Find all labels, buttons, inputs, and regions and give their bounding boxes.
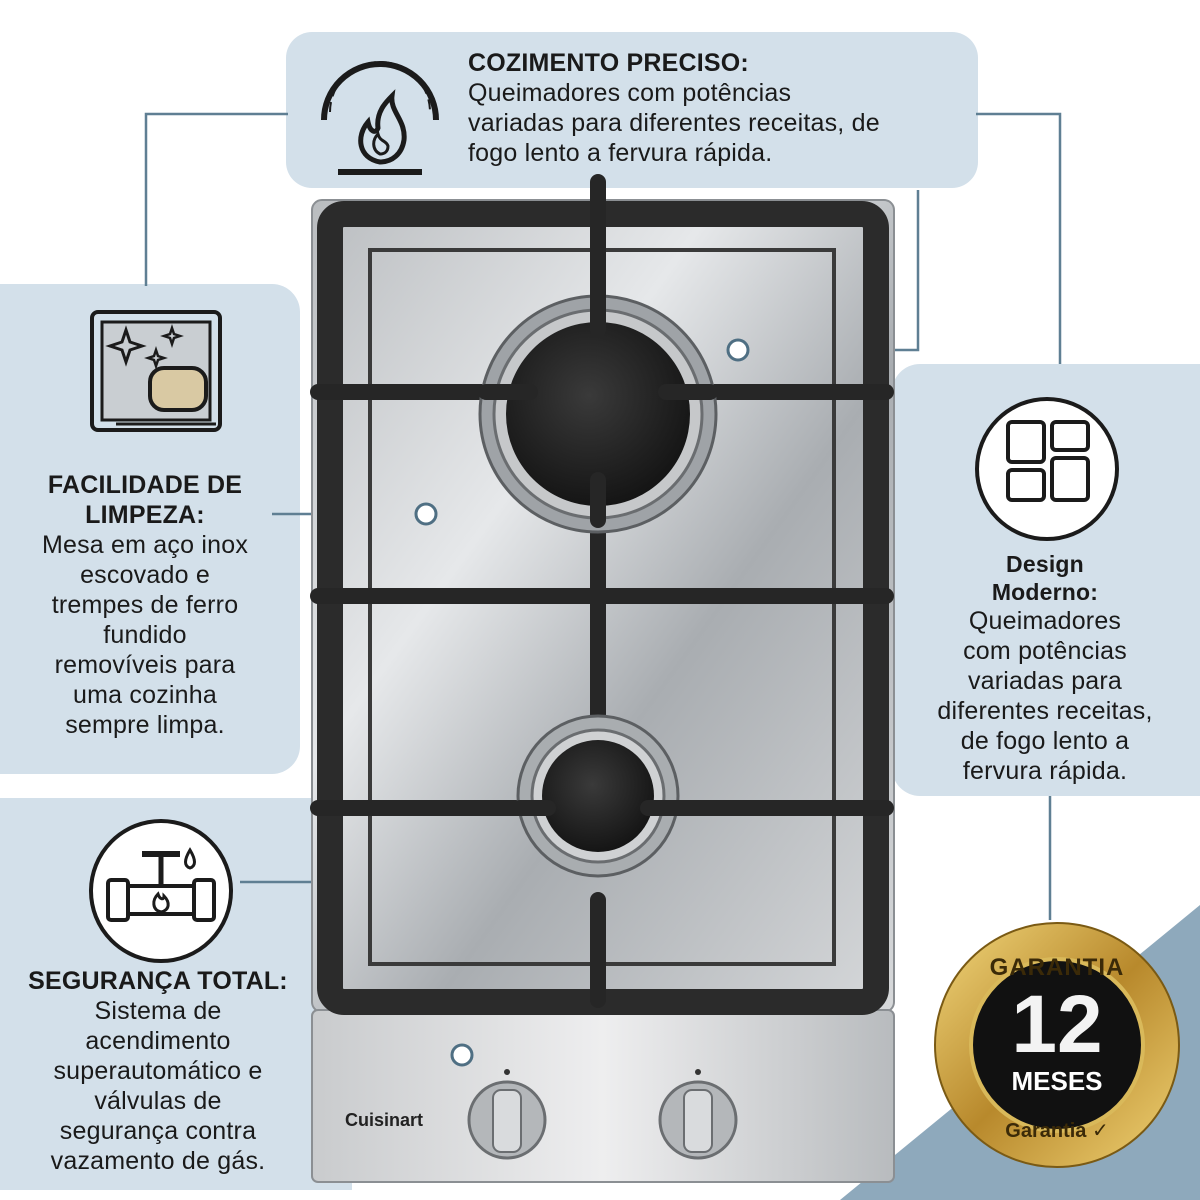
feature-cooking-line: variadas para diferentes receitas, de — [468, 109, 880, 137]
knob-right — [658, 1069, 738, 1160]
feature-design-text: Design Moderno: Queimadores com potência… — [900, 550, 1190, 786]
badge-top-word: GARANTIA — [989, 954, 1125, 981]
feature-design-line: diferentes receitas, — [937, 697, 1153, 725]
feature-cleaning-line: fundido — [103, 621, 187, 649]
feature-safety-line: segurança contra — [59, 1117, 257, 1145]
warranty-badge: GARANTIA 12 MESES Garantia ✓ — [932, 920, 1182, 1170]
feature-safety-text: SEGURANÇA TOTAL: Sistema de acendimento … — [10, 966, 306, 1176]
feature-safety-line: superautomático e — [53, 1057, 263, 1085]
flame-gauge-icon — [321, 61, 439, 175]
feature-cleaning-line: escovado e — [80, 561, 210, 589]
feature-cleaning-line: uma cozinha — [73, 681, 217, 709]
feature-design-line: Queimadores — [968, 607, 1122, 635]
feature-design-line: com potências — [963, 637, 1127, 665]
badge-bottom-word: Garantia ✓ — [1005, 1120, 1109, 1142]
feature-design-line: fervura rápida. — [962, 757, 1128, 785]
feature-cleaning-line: Mesa em aço inox — [41, 531, 249, 559]
grid-blocks-icon — [975, 397, 1119, 541]
feature-safety-line: vazamento de gás. — [50, 1147, 266, 1175]
brand-logo: Cuisinart — [345, 1110, 424, 1130]
gas-valve-icon — [89, 819, 233, 963]
feature-cooking-text: COZIMENTO PRECISO: Queimadores com potên… — [468, 48, 968, 168]
feature-design-line: variadas para — [967, 667, 1123, 695]
badge-number: 12 — [1011, 979, 1103, 1070]
feature-cleaning-line: removíveis para — [54, 651, 236, 679]
feature-panel-cooking — [286, 32, 978, 188]
feature-cleaning-line: trempes de ferro — [51, 591, 239, 619]
feature-safety-line: acendimento — [85, 1027, 231, 1055]
feature-design-title: Design — [1006, 551, 1084, 577]
feature-cleaning-line: sempre limpa. — [65, 711, 225, 739]
feature-safety-line: válvulas de — [94, 1087, 222, 1115]
feature-cleaning-text: FACILIDADE DE LIMPEZA: Mesa em aço inox … — [10, 470, 280, 740]
warranty-seal-icon — [934, 922, 1180, 1168]
knob-left — [467, 1069, 547, 1160]
feature-cooking-line: Queimadores com potências — [468, 79, 792, 107]
badge-unit: MESES — [1011, 1066, 1103, 1096]
feature-cleaning-title: LIMPEZA: — [85, 501, 205, 529]
feature-design-title: Moderno: — [991, 579, 1099, 605]
feature-safety-line: Sistema de — [94, 997, 222, 1025]
feature-cooking-line: fogo lento a fervura rápida. — [468, 139, 773, 167]
feature-safety-title: SEGURANÇA TOTAL: — [28, 967, 288, 995]
sparkle-sponge-icon — [90, 310, 222, 432]
feature-cooking-title: COZIMENTO PRECISO: — [468, 49, 749, 77]
feature-cleaning-title: FACILIDADE DE — [47, 471, 243, 499]
feature-design-line: de fogo lento a — [960, 727, 1130, 755]
